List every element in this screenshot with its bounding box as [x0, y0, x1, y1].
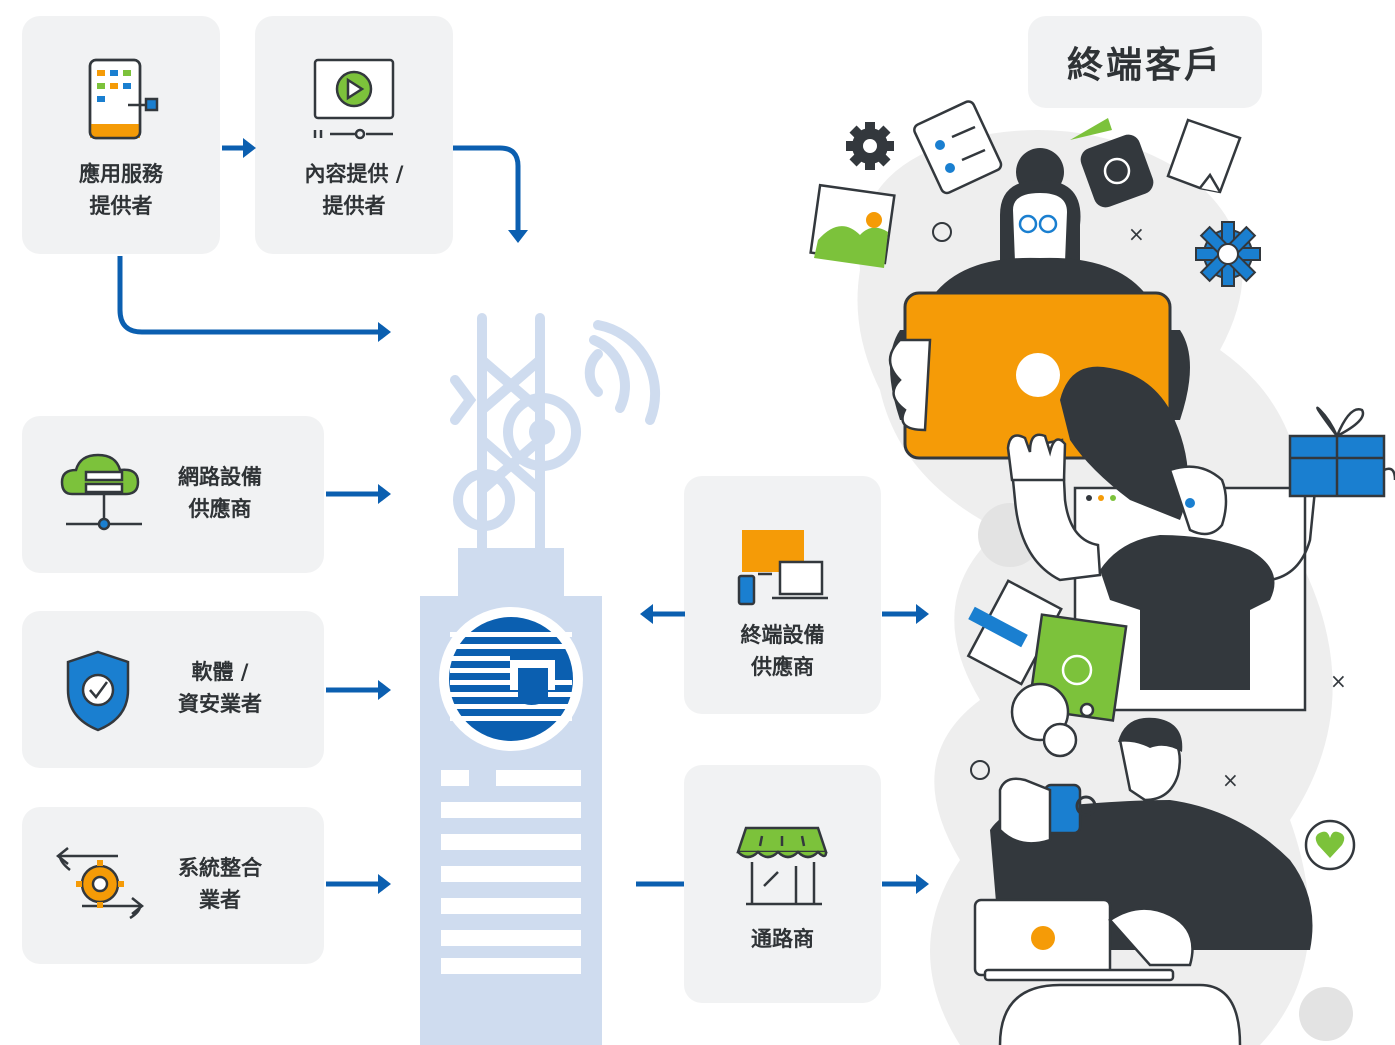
checklist-icon — [913, 100, 1003, 195]
node-card-channel — [684, 765, 881, 1003]
mobile-app-icon — [88, 58, 159, 140]
devices-icon — [737, 530, 828, 606]
end-customer-label: 終端客戶 — [1028, 16, 1262, 108]
node-card-system-integrator — [22, 807, 324, 964]
store-icon — [736, 826, 828, 906]
end-customer-illustration: × — [809, 100, 1395, 1045]
arrow-app-to-tower — [117, 256, 380, 335]
video-play-icon — [313, 58, 395, 140]
person-coffee-man — [973, 682, 1313, 1045]
person-waving-woman — [966, 366, 1395, 722]
node-label-content-provider: 內容提供 /提供者 — [304, 162, 404, 218]
node-label-app-service: 應用服務提供者 — [79, 162, 163, 218]
heart-badge-icon — [1304, 819, 1356, 871]
gear-dark-icon — [846, 122, 894, 170]
node-label-terminal-equipment: 終端設備供應商 — [740, 623, 825, 679]
small-ring-2 — [970, 760, 990, 780]
node-label-software-security: 軟體 /資安業者 — [178, 660, 262, 716]
node-label-network-equipment: 網路設備供應商 — [178, 465, 262, 521]
building-windows — [441, 770, 581, 974]
close-x-icon-2: × — [1330, 669, 1347, 693]
gear-cycle-icon — [55, 847, 145, 920]
close-x-icon-3: × — [1222, 768, 1239, 792]
cloud-network-icon — [60, 453, 142, 531]
image-frame-icon — [809, 183, 896, 268]
shield-check-icon — [66, 650, 130, 732]
node-label-system-integrator: 系統整合業者 — [178, 856, 262, 912]
cht-logo-icon — [439, 607, 583, 751]
node-label-channel: 通路商 — [751, 927, 814, 951]
small-ring-1 — [932, 222, 952, 242]
document-icon — [1166, 118, 1242, 194]
arrow-content-down — [453, 145, 521, 232]
cell-tower-icon — [450, 313, 661, 553]
gear-blue-icon — [1195, 221, 1261, 287]
connector-arrows — [117, 138, 929, 894]
close-x-icon-1: × — [1128, 222, 1145, 246]
camera-icon — [1070, 118, 1154, 208]
building-top — [458, 548, 564, 598]
